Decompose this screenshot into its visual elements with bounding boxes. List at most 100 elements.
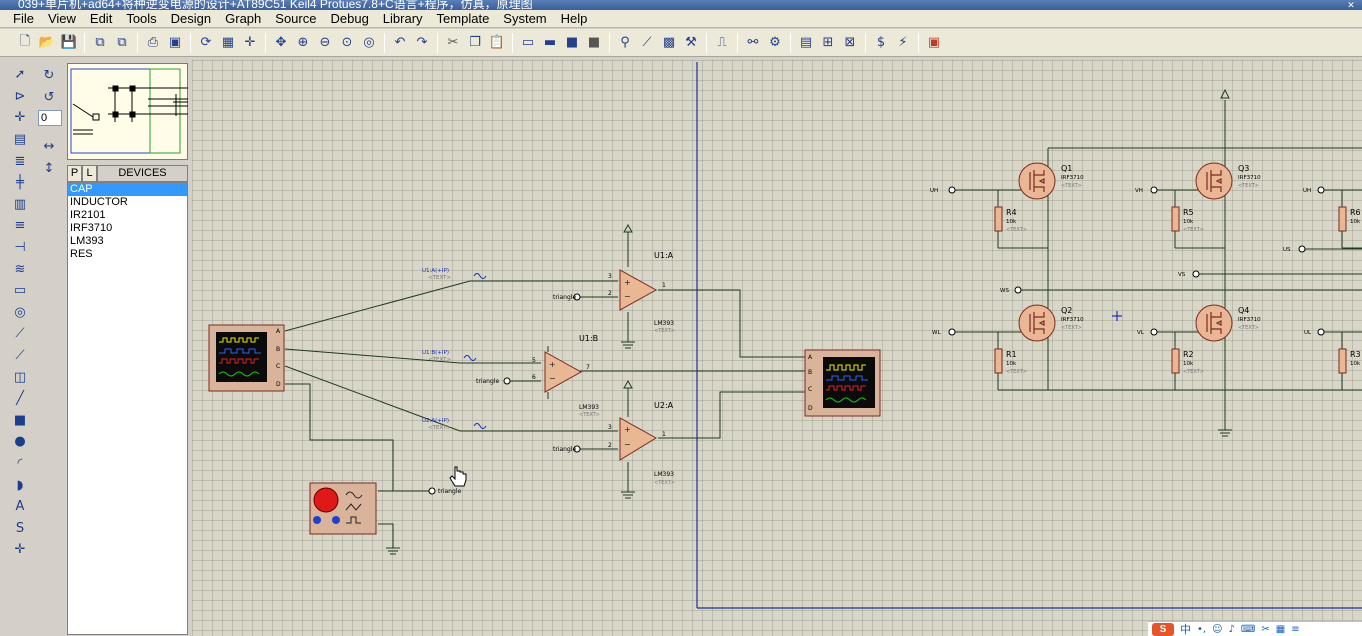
rotate-anticlockwise-icon[interactable]: ↺ (43, 89, 55, 105)
netlist-to-ares-icon[interactable]: ▣ (927, 35, 941, 50)
grid-toggle-icon[interactable]: ▦ (221, 35, 235, 50)
device-item-lm393[interactable]: LM393 (70, 235, 104, 247)
component-mode-icon[interactable]: ⊳ (14, 88, 26, 104)
menu-tools[interactable]: Tools (126, 10, 157, 26)
copy-icon[interactable]: ❐ (469, 35, 481, 50)
zoom-all-icon[interactable]: ⊙ (341, 35, 353, 50)
paste-icon[interactable]: 📋 (488, 35, 506, 50)
wire-label-icon[interactable]: ▤ (13, 132, 27, 148)
q3-ref: Q3 (1238, 164, 1249, 173)
graph-mode-icon[interactable]: ≋ (14, 261, 26, 277)
ime-emoji-icon[interactable]: ☺ (1212, 623, 1223, 635)
ime-punctuation-icon[interactable]: •, (1197, 623, 1207, 635)
menu-help[interactable]: Help (560, 10, 588, 26)
menu-edit[interactable]: Edit (89, 10, 113, 26)
ime-skin-icon[interactable]: ▦ (1275, 623, 1286, 635)
device-pins-icon[interactable]: ⊣ (14, 240, 26, 256)
overview-window[interactable] (67, 63, 188, 160)
zoom-in-icon[interactable]: ⊕ (297, 35, 309, 50)
virtual-instruments-icon[interactable]: ◫ (13, 369, 27, 385)
remove-sheet-icon[interactable]: ⊞ (822, 35, 834, 50)
menu-template[interactable]: Template (436, 10, 490, 26)
ime-voice-icon[interactable]: ♪ (1228, 623, 1235, 635)
menu-system[interactable]: System (503, 10, 547, 26)
menu-graph[interactable]: Graph (225, 10, 262, 26)
package-tool-icon[interactable]: ▩ (662, 35, 676, 50)
menu-design[interactable]: Design (170, 10, 212, 26)
device-item-cap[interactable]: CAP (68, 183, 187, 196)
block-rotate-icon[interactable]: ■ (565, 35, 579, 50)
generator-icon[interactable]: ◎ (14, 304, 26, 320)
ime-menu-icon[interactable]: ≡ (1291, 623, 1300, 635)
cut-icon[interactable]: ✂ (447, 35, 459, 50)
rotate-clockwise-icon[interactable]: ↻ (43, 67, 55, 83)
library-tab[interactable]: L (82, 165, 97, 182)
save-icon[interactable]: 💾 (60, 35, 78, 50)
net-label-vh: VH (1135, 188, 1143, 194)
decompose-icon[interactable]: ⚒ (685, 35, 697, 50)
exit-to-parent-icon[interactable]: ⊠ (844, 35, 856, 50)
electrical-check-icon[interactable]: ⚡ (898, 35, 908, 50)
menu-file[interactable]: File (13, 10, 34, 26)
marker-tool-icon[interactable]: ✛ (14, 542, 26, 558)
print-icon[interactable]: ⎙ (147, 35, 159, 50)
voltage-probe-icon[interactable]: ⟋ (15, 326, 25, 342)
line-tool-icon[interactable]: ╱ (16, 391, 24, 407)
search-tag-icon[interactable]: ⚯ (747, 35, 759, 50)
terminals-icon[interactable]: ≡ (14, 218, 26, 234)
open-folder-icon[interactable]: 📂 (38, 35, 56, 50)
ime-keyboard-icon[interactable]: ⌨ (1240, 623, 1256, 635)
refresh-icon[interactable]: ⟳ (200, 35, 212, 50)
menu-library[interactable]: Library (382, 10, 423, 26)
print-area-icon[interactable]: ▣ (168, 35, 182, 50)
schematic-canvas[interactable]: A B C D A B C D triangle triangle triang… (192, 60, 1362, 636)
close-window-icon[interactable]: ✕ (1347, 0, 1355, 10)
zoom-area-icon[interactable]: ◎ (363, 35, 375, 50)
arc-tool-icon[interactable]: ◜ (17, 455, 23, 471)
text-script-icon[interactable]: ≣ (14, 153, 26, 169)
rotation-angle-field[interactable]: 0 (38, 110, 62, 126)
net-label-vl: VL (1137, 330, 1145, 336)
pick-device-icon[interactable]: ⚲ (620, 35, 630, 50)
device-item-inductor[interactable]: INDUCTOR (70, 196, 128, 208)
bus-icon[interactable]: ╪ (16, 175, 24, 191)
block-move-icon[interactable]: ▬ (543, 35, 557, 50)
menu-source[interactable]: Source (275, 10, 317, 26)
sub-circuit-icon[interactable]: ▥ (13, 196, 27, 212)
symbol-tool-icon[interactable]: S (15, 520, 25, 536)
sogou-logo-icon[interactable]: S (1152, 622, 1174, 636)
mirror-horizontal-icon[interactable]: ↔ (43, 138, 55, 154)
bom-report-icon[interactable]: $ (876, 35, 886, 50)
current-probe-icon[interactable]: ⟋ (15, 348, 25, 364)
import-section-icon[interactable]: ⧉ (95, 35, 105, 50)
block-delete-icon[interactable]: ■ (587, 35, 601, 50)
menu-debug[interactable]: Debug (330, 10, 369, 26)
mirror-vertical-icon[interactable]: ↕ (43, 160, 55, 176)
circle-tool-icon[interactable]: ● (14, 434, 26, 450)
redo-icon[interactable]: ↷ (416, 35, 428, 50)
make-device-icon[interactable]: ⟋ (642, 35, 652, 50)
box-tool-icon[interactable]: ■ (13, 412, 27, 428)
device-item-ir2101[interactable]: IR2101 (70, 209, 106, 221)
new-sheet-icon[interactable]: ▤ (799, 35, 813, 50)
ime-tools-icon[interactable]: ✂ (1261, 623, 1270, 635)
device-item-irf3710[interactable]: IRF3710 (70, 222, 113, 234)
path-tool-icon[interactable]: ◗ (16, 477, 24, 493)
origin-icon[interactable]: ✛ (244, 35, 256, 50)
property-tool-icon[interactable]: ⚙ (769, 35, 781, 50)
export-section-icon[interactable]: ⧉ (117, 35, 127, 50)
junction-dot-icon[interactable]: ✛ (14, 110, 26, 126)
zoom-out-icon[interactable]: ⊖ (319, 35, 331, 50)
undo-icon[interactable]: ↶ (394, 35, 406, 50)
device-item-res[interactable]: RES (70, 248, 93, 260)
ime-language-label[interactable]: 中 (1180, 624, 1191, 636)
pan-icon[interactable]: ✥ (275, 35, 287, 50)
pick-device-tab[interactable]: P (67, 165, 82, 182)
new-file-icon[interactable]: 🗋 (19, 33, 31, 49)
selection-mode-icon[interactable]: ➚ (14, 67, 26, 83)
menu-view[interactable]: View (47, 10, 76, 26)
text-tool-icon[interactable]: A (15, 499, 25, 515)
block-copy-icon[interactable]: ▭ (521, 35, 535, 50)
tape-recorder-icon[interactable]: ▭ (13, 283, 27, 299)
wire-autorouter-icon[interactable]: ⎍ (717, 35, 727, 50)
